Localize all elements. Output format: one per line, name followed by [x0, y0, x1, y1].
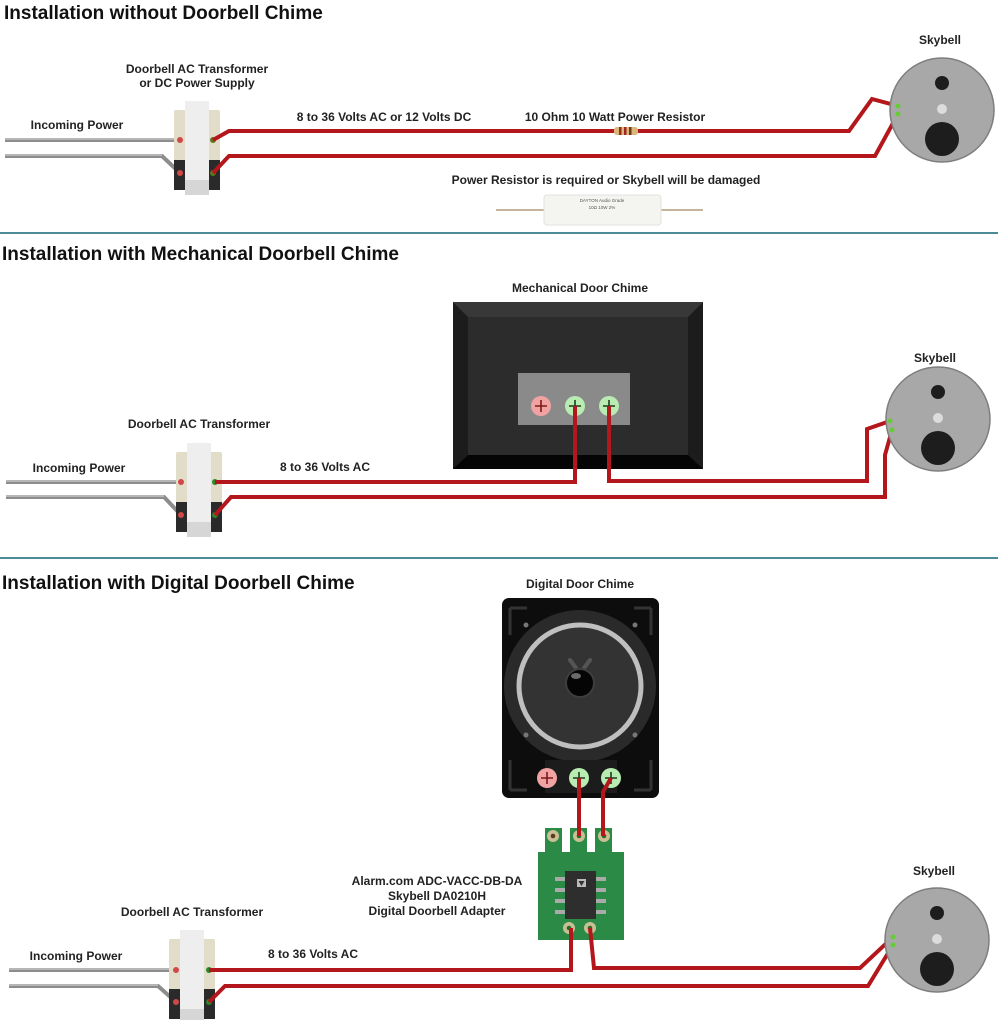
- incoming-power-wires: [9, 968, 178, 1004]
- incoming-power-label: Incoming Power: [31, 118, 124, 132]
- adapter-label-line2: Skybell DA0210H: [388, 889, 486, 903]
- section-without-chime: Installation without Doorbell Chime Door…: [4, 3, 995, 226]
- transformer: [174, 101, 220, 195]
- incoming-power-wires: [5, 138, 182, 175]
- skybell-label: Skybell: [914, 351, 956, 365]
- section-digital-chime: Installation with Digital Doorbell Chime…: [2, 573, 990, 1020]
- section-title: Installation without Doorbell Chime: [4, 3, 323, 24]
- transformer-label: Doorbell AC Transformer: [128, 417, 271, 431]
- chime-label: Digital Door Chime: [526, 577, 634, 591]
- section-mechanical-chime: Installation with Mechanical Doorbell Ch…: [2, 244, 991, 537]
- output-wires: [211, 96, 900, 175]
- incoming-power-label: Incoming Power: [30, 949, 123, 963]
- output-wires: [207, 927, 895, 1004]
- transformer: [176, 443, 222, 537]
- resistor-icon: [614, 127, 638, 135]
- warning-label: Power Resistor is required or Skybell wi…: [452, 173, 761, 187]
- skybell-label: Skybell: [913, 864, 955, 878]
- skybell-device: [889, 57, 995, 163]
- transformer: [169, 930, 215, 1020]
- section-title: Installation with Mechanical Doorbell Ch…: [2, 244, 399, 265]
- voltage-label: 8 to 36 Volts AC: [268, 947, 358, 961]
- incoming-power-label: Incoming Power: [33, 461, 126, 475]
- transformer-label-line1: Doorbell AC Transformer: [126, 62, 269, 76]
- resistor-print-line1: DAYTON Audio Grade: [580, 198, 625, 203]
- power-resistor-image: DAYTON Audio Grade 10Ω 10W 2%: [496, 194, 703, 226]
- mechanical-chime: [453, 302, 703, 469]
- resistor-label: 10 Ohm 10 Watt Power Resistor: [525, 110, 706, 124]
- skybell-device: [884, 887, 990, 993]
- adapter-label-line3: Digital Doorbell Adapter: [369, 904, 506, 918]
- transformer-label: Doorbell AC Transformer: [121, 905, 264, 919]
- resistor-print-line2: 10Ω 10W 2%: [589, 205, 616, 210]
- skybell-device: [885, 366, 991, 472]
- transformer-label-line2: or DC Power Supply: [139, 76, 255, 90]
- voltage-label: 8 to 36 Volts AC: [280, 460, 370, 474]
- digital-chime: [502, 598, 659, 798]
- incoming-power-wires: [6, 480, 183, 517]
- section-title: Installation with Digital Doorbell Chime: [2, 573, 355, 594]
- chime-label: Mechanical Door Chime: [512, 281, 648, 295]
- skybell-label: Skybell: [919, 33, 961, 47]
- output-wires: [213, 406, 894, 517]
- terminal-positive: [530, 395, 552, 417]
- chime-to-adapter-wires: [577, 777, 613, 836]
- digital-doorbell-adapter: [538, 828, 624, 940]
- terminal-positive: [536, 767, 558, 789]
- voltage-label: 8 to 36 Volts AC or 12 Volts DC: [297, 110, 472, 124]
- chip-icon: [555, 871, 606, 919]
- adapter-label-line1: Alarm.com ADC-VACC-DB-DA: [352, 874, 523, 888]
